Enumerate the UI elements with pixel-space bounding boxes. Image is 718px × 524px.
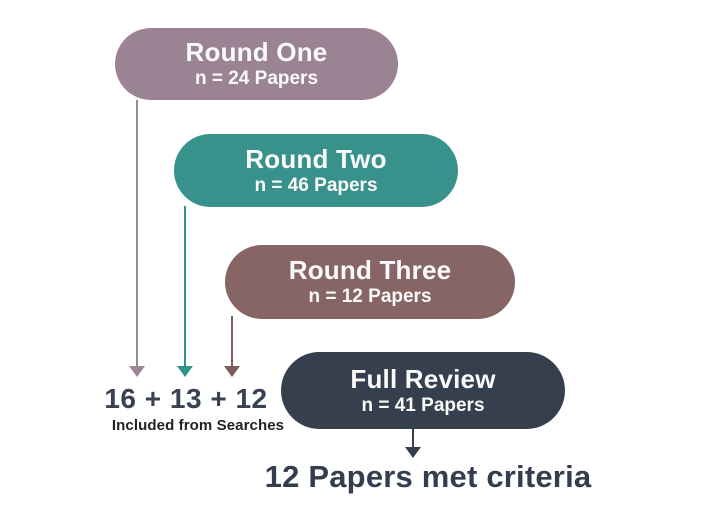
arrowhead-icon [405,447,421,458]
stage-box-round-two: Round Two n = 46 Papers [174,134,458,207]
down-arrow-full-review [405,428,421,458]
arrow-shaft [411,428,415,447]
down-arrow-round-one [129,100,145,377]
included-sum-caption: Included from Searches [111,417,285,434]
result-label: 12 Papers met criteria [264,459,592,494]
stage-box-round-one: Round One n = 24 Papers [115,28,398,100]
down-arrow-round-two [177,206,193,377]
arrowhead-icon [177,366,193,377]
down-arrow-round-three [224,316,240,377]
stage-count: n = 24 Papers [194,68,319,90]
arrow-shaft [230,316,234,366]
arrowhead-icon [129,366,145,377]
stage-title: Full Review [350,363,496,394]
stage-title: Round Two [245,143,387,174]
stage-box-full-review: Full Review n = 41 Papers [281,352,565,429]
arrowhead-icon [224,366,240,377]
stage-title: Round Three [288,255,452,286]
arrow-shaft [135,100,139,366]
stage-count: n = 41 Papers [361,394,485,416]
stage-count: n = 12 Papers [308,286,432,308]
arrow-shaft [183,206,187,366]
stage-count: n = 46 Papers [254,174,378,196]
stage-box-round-three: Round Three n = 12 Papers [225,245,515,319]
stage-title: Round One [185,37,328,68]
included-sum-value: 16 + 13 + 12 [104,383,268,414]
